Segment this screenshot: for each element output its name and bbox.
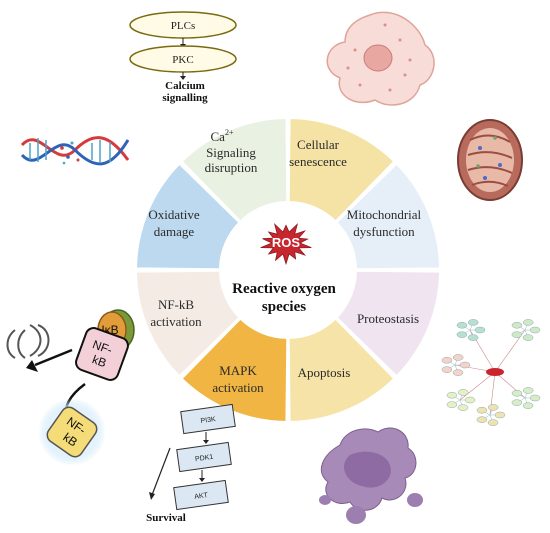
pi3k-box-label: PDK1 bbox=[195, 454, 214, 463]
segment-calcium-label: Ca2+ Signaling disruption bbox=[205, 128, 258, 175]
proteostasis-label: Proteostasis bbox=[357, 311, 419, 326]
nfkb-free-box bbox=[46, 406, 98, 458]
pkc-label: PKC bbox=[172, 54, 193, 66]
pi3k-branch-arrow bbox=[151, 447, 171, 496]
degradation-arrow-head bbox=[26, 360, 38, 372]
pkc-arrow-head bbox=[180, 76, 186, 80]
segment-oxidative bbox=[180, 116, 289, 223]
pi3k-box-label: PI3K bbox=[200, 416, 216, 425]
apoptotic-cell-icon bbox=[319, 427, 423, 524]
dna-icon bbox=[20, 136, 130, 166]
nfkb-bound-box bbox=[75, 327, 129, 381]
segment-mito bbox=[335, 269, 442, 378]
survival-label: Survival bbox=[146, 512, 186, 524]
nfkb-line1: NF-kB bbox=[158, 297, 194, 312]
ros-starburst-icon bbox=[260, 223, 312, 266]
nfkb-complex: IκB NF- kB NF- kB bbox=[6, 309, 135, 466]
nfkb-line2: activation bbox=[150, 314, 202, 329]
center-circle bbox=[223, 205, 353, 335]
pi3k-step-arrow-head bbox=[199, 478, 205, 482]
mapk-line2: activation bbox=[212, 380, 264, 395]
senescence-line1: Cellular bbox=[297, 137, 340, 152]
cell-icon bbox=[326, 11, 435, 106]
segment-senescence bbox=[335, 162, 442, 271]
segment-calcium bbox=[287, 116, 396, 223]
mitochondrion-icon bbox=[457, 119, 523, 201]
pi3k-branch-arrow-head bbox=[149, 492, 155, 500]
nfkb-bound-line1: NF- bbox=[91, 337, 115, 357]
oxidative-line1: Oxidative bbox=[148, 207, 199, 222]
svg-text:Ca2+: Ca2+ bbox=[211, 128, 234, 144]
pi3k-box-pdk1: PDK1 bbox=[176, 441, 232, 473]
calcium-signalling-line1: Calcium bbox=[165, 80, 205, 92]
pi3k-box-akt: AKT bbox=[173, 479, 229, 511]
center-title-line1: Reactive oxygen bbox=[232, 281, 336, 297]
mapk-line1: MAPK bbox=[219, 363, 257, 378]
plcs-label: PLCs bbox=[171, 20, 195, 32]
ros-effects-wheel bbox=[134, 116, 442, 424]
segment-apoptosis bbox=[180, 317, 289, 424]
calcium-signalling-line2: signalling bbox=[162, 92, 208, 104]
calcium-line2: Signaling bbox=[206, 145, 256, 160]
center-title-line2: species bbox=[262, 299, 306, 315]
proteasome-icon bbox=[6, 324, 50, 359]
segment-mapk bbox=[134, 269, 241, 378]
pi3k-box-pi3k: PI3K bbox=[180, 403, 236, 435]
network-icon bbox=[441, 319, 541, 426]
ros-badge: ROS bbox=[272, 235, 301, 250]
mito-line1: Mitochondrial bbox=[347, 207, 422, 222]
oxidative-line2: damage bbox=[154, 224, 195, 239]
calcium-ca: Ca bbox=[211, 129, 226, 144]
segment-nfkb bbox=[134, 162, 241, 271]
calcium-line3: disruption bbox=[205, 160, 258, 175]
senescence-line2: senescence bbox=[289, 154, 347, 169]
degradation-arrow bbox=[34, 348, 73, 367]
nfkb-free-line2: kB bbox=[61, 430, 81, 450]
mito-line2: dysfunction bbox=[353, 224, 415, 239]
pi3k-step-arrow-head bbox=[203, 440, 209, 444]
apoptosis-label: Apoptosis bbox=[298, 365, 351, 380]
segment-proteostasis bbox=[287, 317, 396, 424]
plc-pathway: PLCs PKC Calcium signalling bbox=[129, 11, 237, 104]
calcium-superscript: 2+ bbox=[225, 128, 234, 137]
nfkb-bound-line2: kB bbox=[90, 352, 108, 370]
pi3k-box-label: AKT bbox=[194, 492, 209, 501]
